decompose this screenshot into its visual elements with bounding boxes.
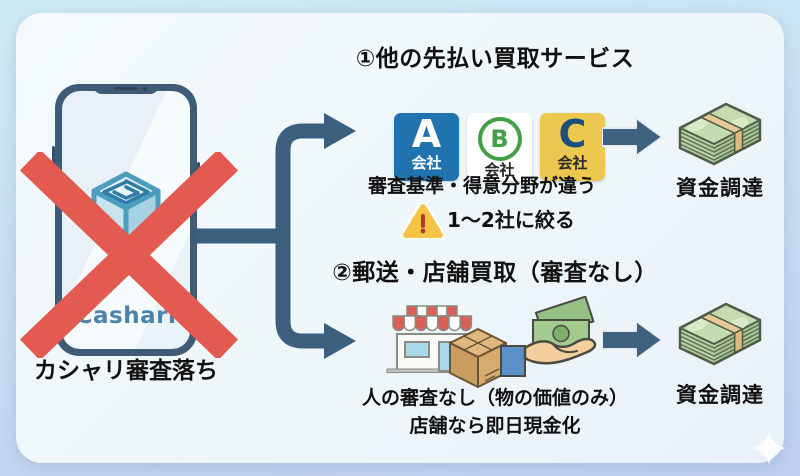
company-b-label: 会社 bbox=[484, 161, 515, 179]
phone-speaker bbox=[114, 87, 138, 90]
arrow-right-icon bbox=[602, 320, 663, 360]
money-stack-icon bbox=[678, 302, 762, 366]
option2-title: ②郵送・店舗買取（審査なし） bbox=[332, 260, 658, 286]
company-a-letter: A bbox=[411, 112, 442, 156]
rejected-x-icon bbox=[19, 152, 239, 358]
company-b-logo-icon: B bbox=[477, 117, 522, 161]
branch-arrows bbox=[197, 113, 356, 359]
warning-icon bbox=[403, 203, 443, 239]
phone-notch bbox=[93, 84, 159, 94]
infographic-card: Cashari カシャリ審査落ち ①他の先払い買取サービス A 会社 B 会社 … bbox=[16, 13, 786, 465]
company-c-label: 会社 bbox=[557, 154, 588, 172]
option2-description-line2: 店舗なら即日現金化 bbox=[409, 415, 581, 437]
company-c-letter: C bbox=[558, 112, 587, 156]
hand-with-cash-icon bbox=[500, 296, 597, 377]
source-caption: カシャリ審査落ち bbox=[34, 358, 218, 384]
package-box-icon bbox=[449, 328, 507, 388]
money-stack-icon bbox=[678, 102, 762, 166]
phone-camera-dot bbox=[143, 87, 147, 91]
company-a-label: 会社 bbox=[411, 154, 442, 172]
company-b-tile: B 会社 bbox=[467, 113, 532, 181]
option2-description-line1: 人の審査なし（物の価値のみ） bbox=[361, 387, 628, 409]
sparkle-icon bbox=[752, 431, 786, 465]
option1-warning-text: 1〜2社に絞る bbox=[447, 208, 575, 232]
arrow-right-icon bbox=[602, 117, 663, 157]
option1-result: 資金調達 bbox=[676, 176, 764, 200]
option1-title: ①他の先払い買取サービス bbox=[355, 46, 635, 72]
company-a-tile: A 会社 bbox=[394, 113, 459, 181]
phone-volume-button bbox=[52, 146, 55, 166]
option2-result: 資金調達 bbox=[676, 383, 764, 407]
storefront-icon bbox=[386, 305, 480, 373]
option1-description: 審査基準・得意分野が違う bbox=[367, 175, 596, 197]
company-c-tile: C 会社 bbox=[540, 113, 605, 181]
